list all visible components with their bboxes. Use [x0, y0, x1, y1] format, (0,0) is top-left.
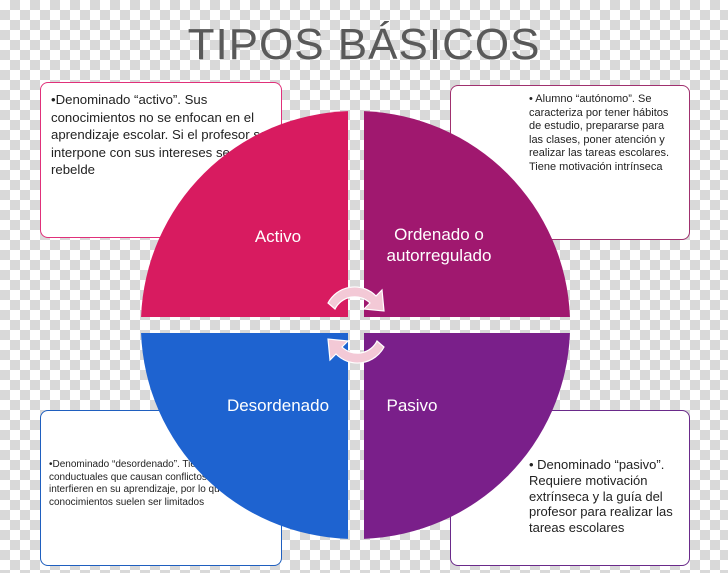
quadrant-pasivo — [364, 333, 570, 539]
description-text-activo: •Denominado “activo”. Sus conocimientos … — [51, 92, 268, 177]
description-text-desordenado: •Denominado “desordenado”. Tiene problem… — [49, 459, 257, 508]
quadrant-label-pasivo: Pasivo — [386, 396, 438, 415]
description-text-pasivo: • Denominado “pasivo”. Requiere motivaci… — [529, 457, 673, 536]
quadrant-desordenado — [141, 333, 348, 539]
quadrant-activo — [141, 111, 348, 318]
quadrant-label-activo: Activo — [254, 227, 302, 246]
quadrant-ordenado — [364, 111, 570, 318]
quadrant-label-ordenado: Ordenado o autorregulado — [386, 225, 492, 265]
diagram-title: TIPOS BÁSICOS — [187, 20, 541, 69]
cycle-arrows-icon — [327, 286, 385, 364]
description-text-ordenado: • Alumno “autónomo”. Se caracteriza por … — [529, 93, 670, 173]
quadrant-label-desordenado: Desordenado — [226, 396, 330, 415]
description-card-pasivo: • Denominado “pasivo”. Requiere motivaci… — [450, 410, 690, 566]
